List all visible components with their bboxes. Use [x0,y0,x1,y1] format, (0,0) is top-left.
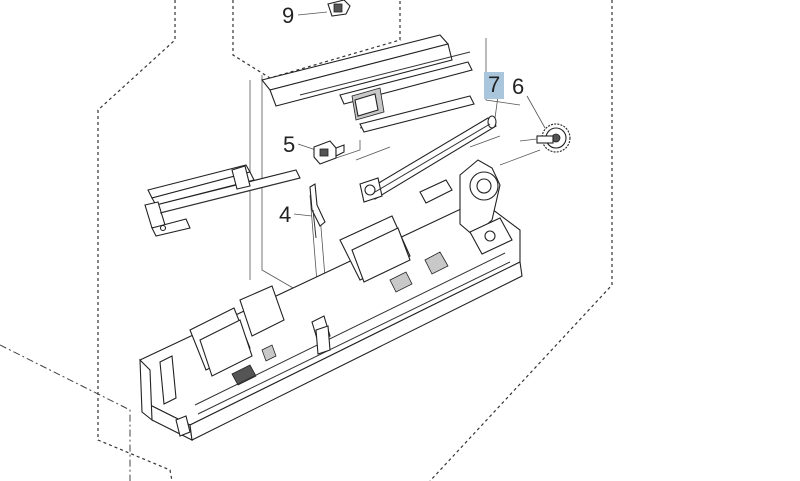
part-9-clip [327,0,351,17]
callout-9: 9 [282,3,295,28]
part-7-shaft [359,115,497,203]
lower-frame-tray [139,159,523,441]
part-6-gear [519,123,571,153]
callout-4: 4 [279,202,292,227]
part-4-lever [309,183,326,239]
upper-guide-rail [261,34,475,133]
callout-5: 5 [283,132,296,157]
callout-6: 6 [512,74,525,99]
callout-7-highlighted[interactable]: 7 [484,72,505,99]
part-5-holder [313,140,345,165]
left-bracket-rail [144,164,301,237]
